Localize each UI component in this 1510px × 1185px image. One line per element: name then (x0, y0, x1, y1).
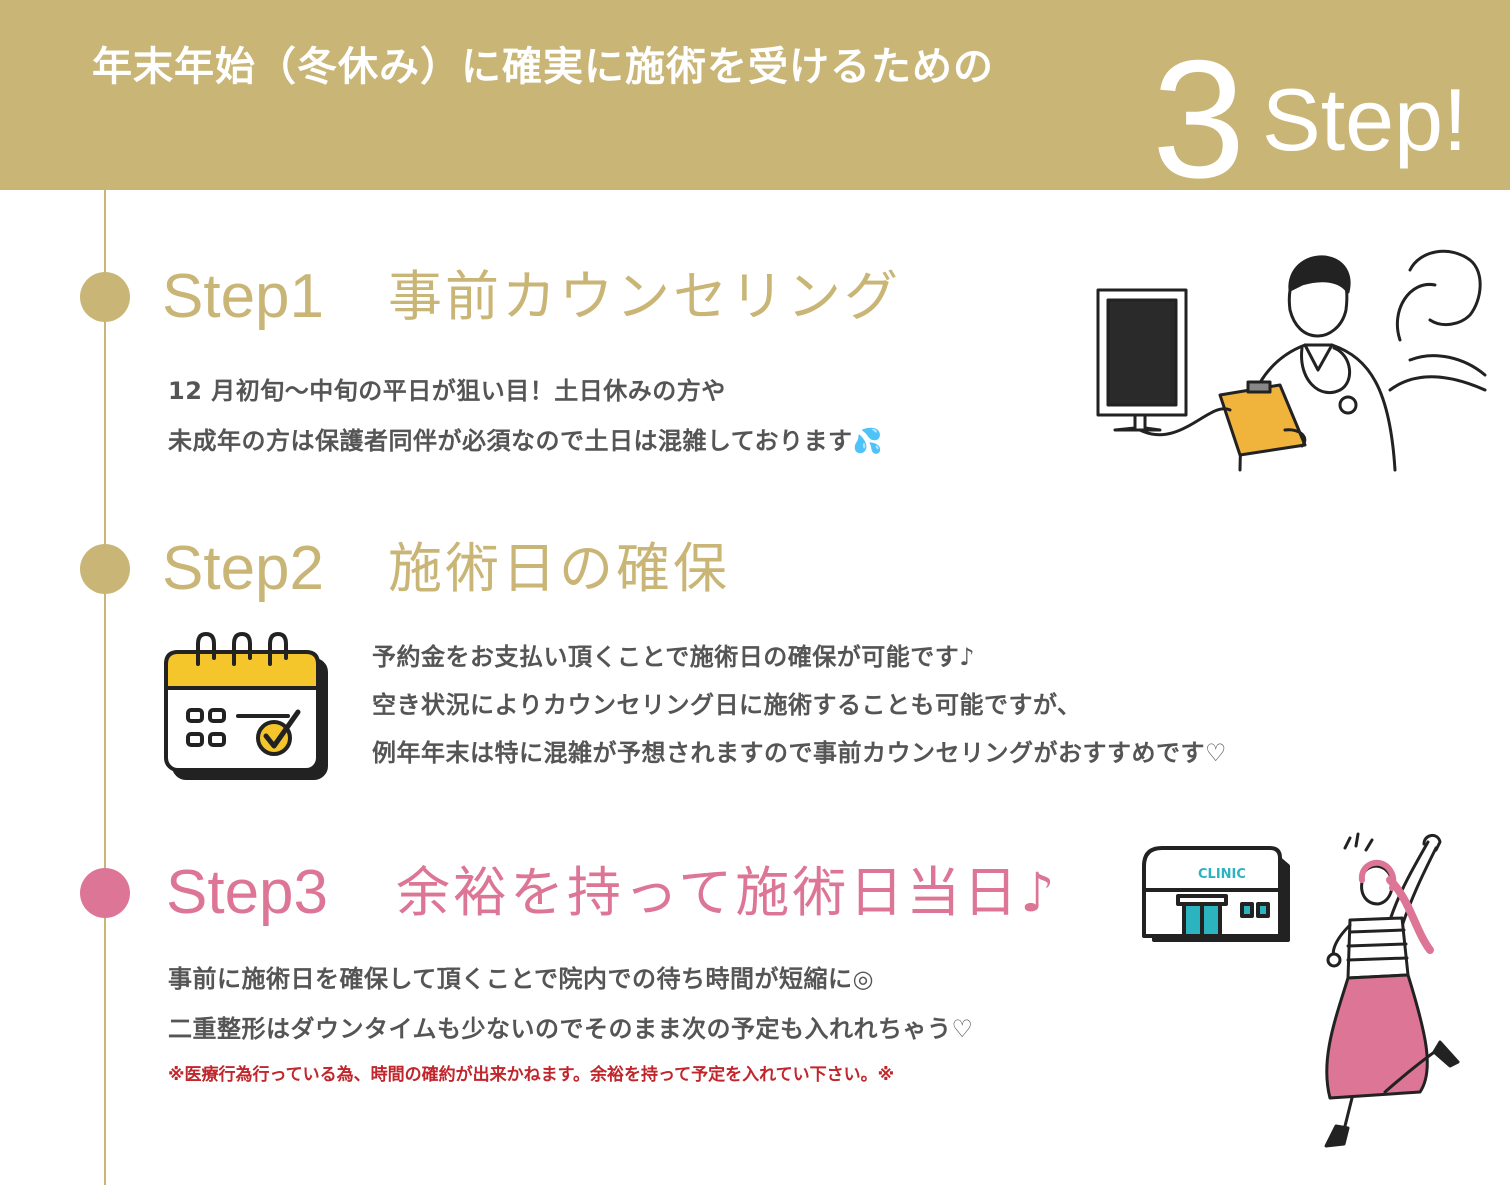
doctor-consultation-icon (1096, 249, 1487, 472)
step2-bullet (80, 544, 130, 594)
header-step-word: Step! (1262, 70, 1468, 169)
step2-text-line-2: 空き状況によりカウンセリング日に施術することも可能ですが、 (372, 691, 1082, 719)
step2-text-line-1: 予約金をお支払い頂くことで施術日の確保が可能です♪ (372, 643, 976, 671)
step2-label: Step2 (162, 534, 325, 603)
step2-text-line-3: 例年年末は特に混雑が予想されますので事前カウンセリングがおすすめです♡ (372, 739, 1228, 767)
step3-caution-note: ※医療行為行っている為、時間の確約が出来かねます。余裕を持って予定を入れてい下さ… (168, 1065, 895, 1085)
step1-bullet (80, 272, 130, 322)
step3-bullet (80, 868, 130, 918)
clinic-sign-text: CLINIC (1198, 867, 1246, 882)
happy-woman-icon (1324, 832, 1460, 1148)
step1-text-line-1: 12 月初旬〜中旬の平日が狙い目！土日休みの方や (168, 377, 726, 405)
clinic-building-icon: CLINIC (1142, 846, 1290, 942)
step3-text-line-2: 二重整形はダウンタイムも少ないのでそのまま次の予定も入れれちゃう♡ (168, 1015, 974, 1043)
step1-label: Step1 (162, 262, 325, 331)
step3-label: Step3 (166, 858, 329, 927)
calendar-check-icon (164, 632, 328, 780)
step3-title: 余裕を持って施術日当日♪ (396, 861, 1058, 924)
header-banner: 年末年始（冬休み）に確実に施術を受けるための 3 Step! (0, 0, 1510, 203)
step2-title: 施術日の確保 (388, 537, 730, 600)
step1-text-line-2: 未成年の方は保護者同伴が必須なので土日は混雑しております💦 (168, 427, 883, 455)
step1-title: 事前カウンセリング (388, 265, 901, 328)
header-step-number: 3 (1152, 25, 1246, 213)
step3-text-line-1: 事前に施術日を確保して頂くことで院内での待ち時間が短縮に◎ (168, 965, 874, 993)
timeline-line (104, 190, 106, 1185)
header-title: 年末年始（冬休み）に確実に施術を受けるための (92, 44, 994, 90)
